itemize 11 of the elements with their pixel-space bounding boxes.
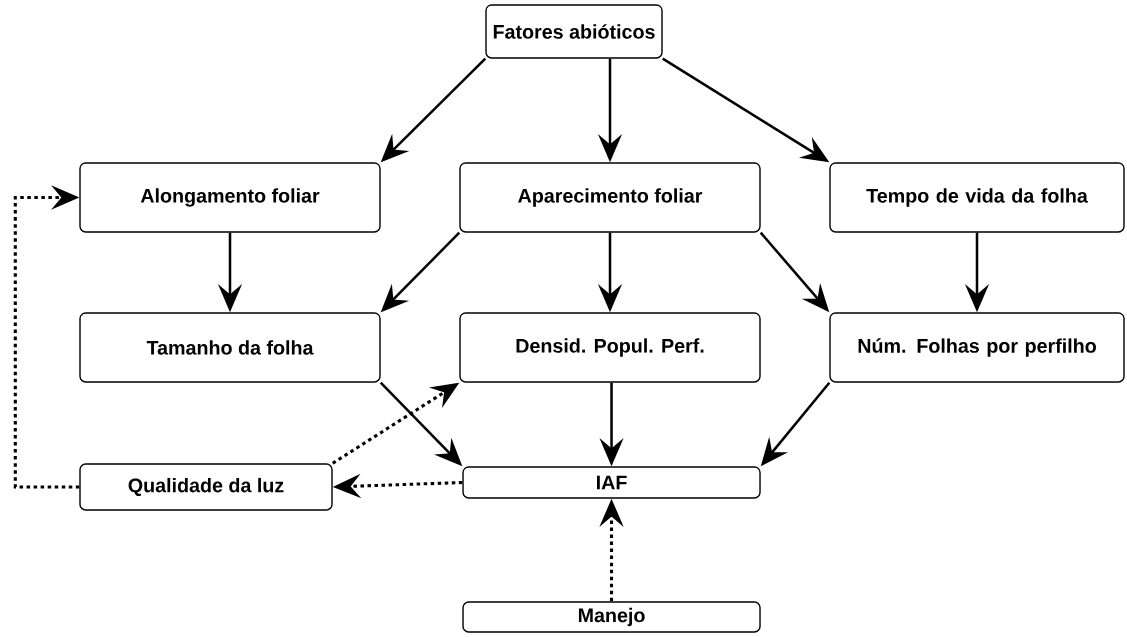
process-box: IAF (462, 466, 761, 499)
process-box: Aparecimento foliar (459, 162, 761, 233)
process-box: Tamanho da folha (79, 312, 381, 383)
process-box: Qualidade da luz (79, 463, 333, 511)
process-box: Fatores abióticos (485, 4, 663, 59)
process-box: Densid. Popul. Perf. (459, 312, 761, 383)
process-box: Núm. Folhas por perfilho (829, 312, 1125, 383)
process-box: Manejo (462, 601, 761, 633)
process-box: Tempo de vida da folha (829, 162, 1125, 233)
arrow (13, 185, 80, 489)
process-box: Alongamento foliar (79, 162, 381, 233)
